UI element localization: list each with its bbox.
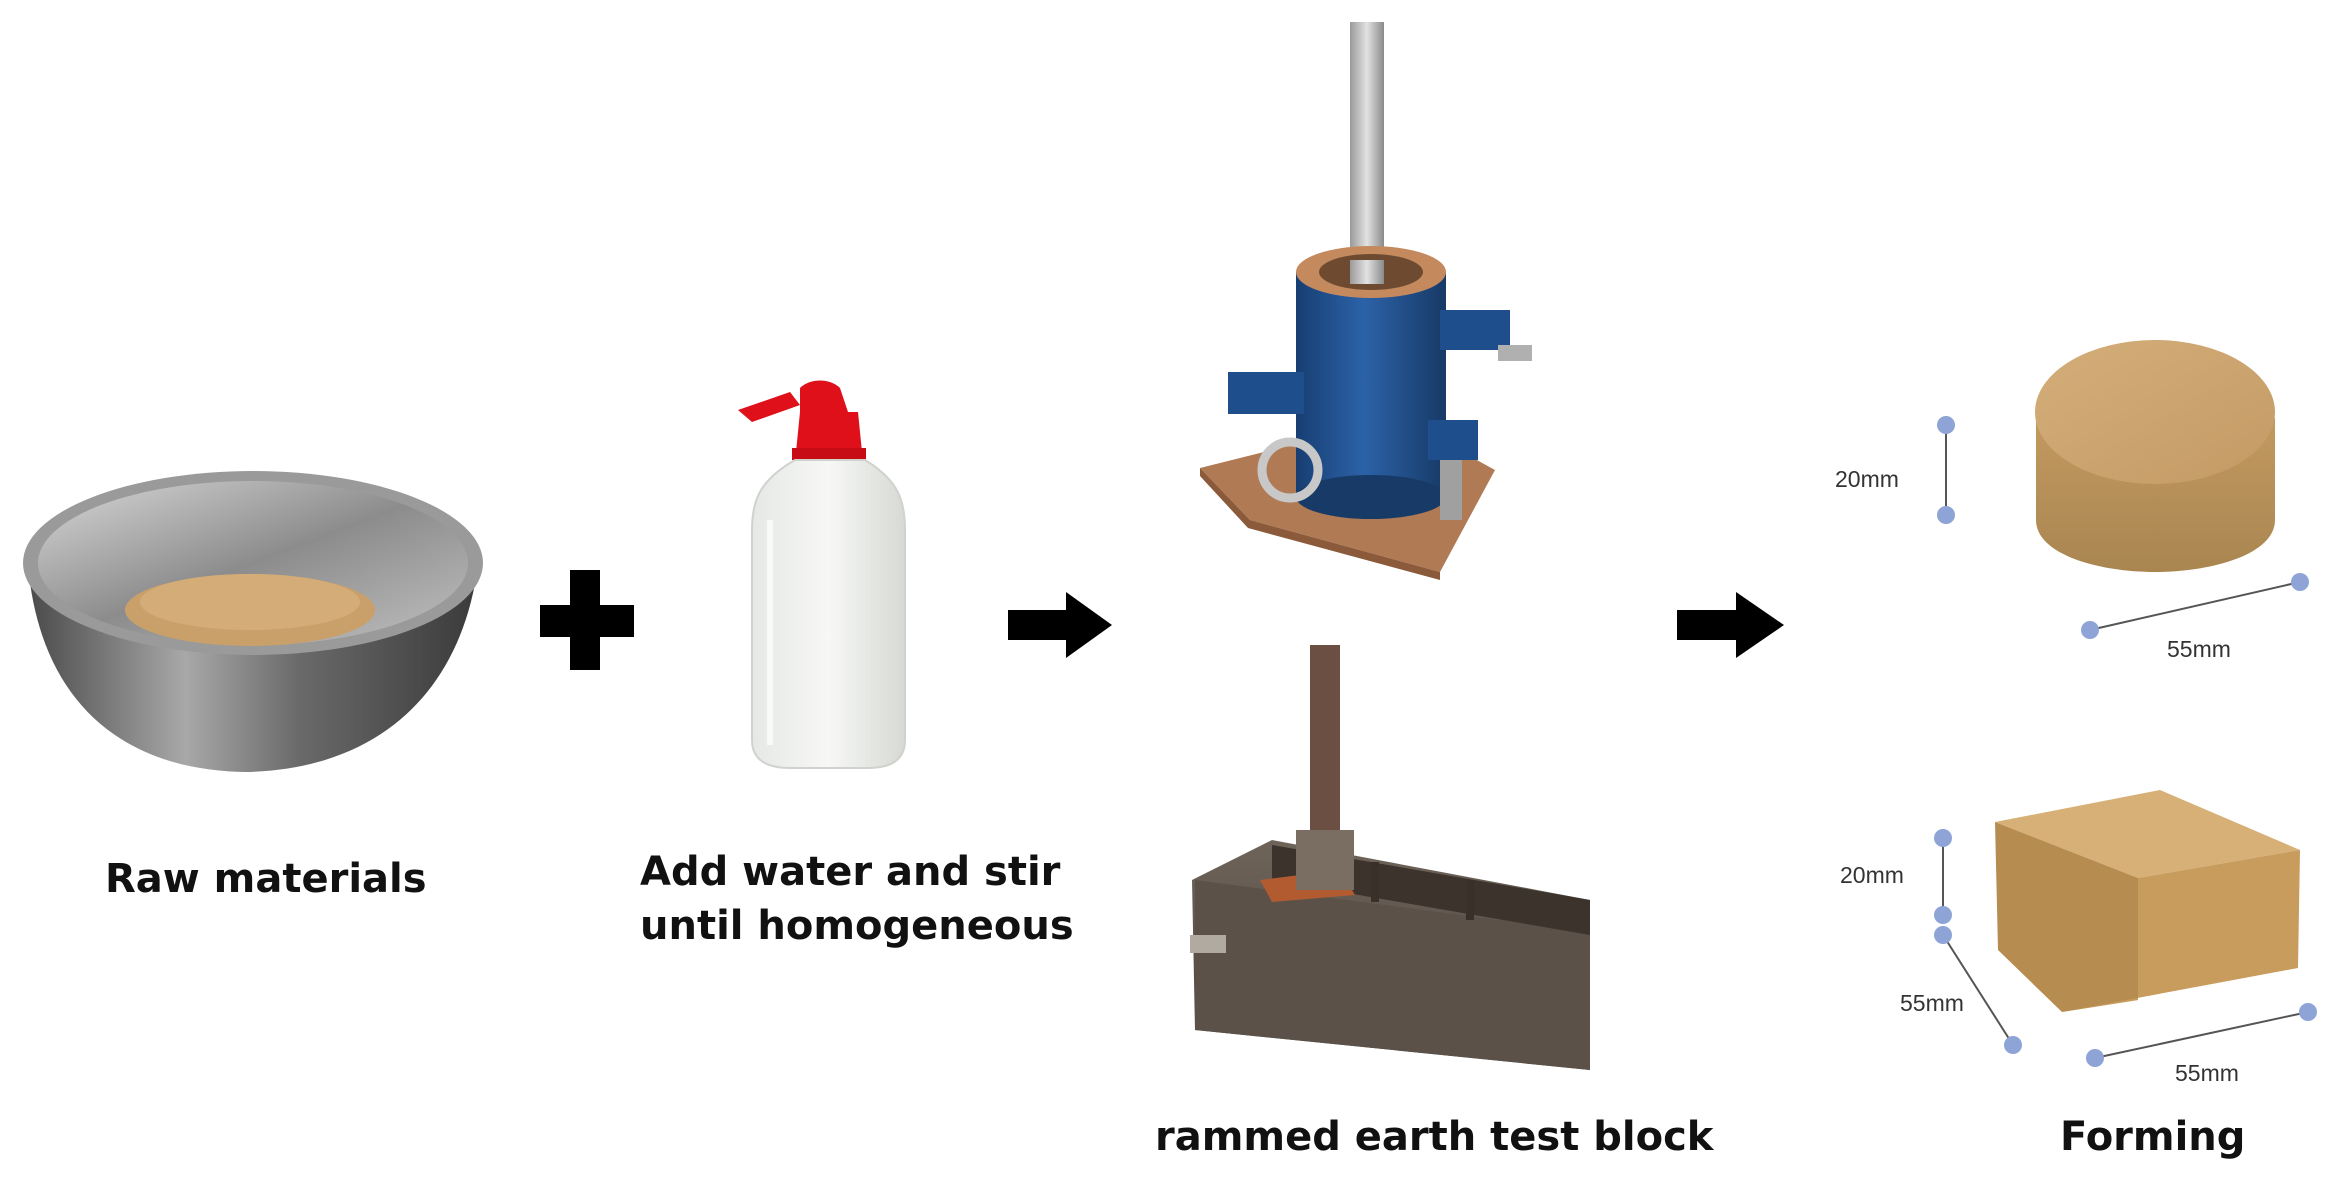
cube-specimen-photo <box>1995 790 2300 1012</box>
label-cylinder-diameter: 55mm <box>2167 636 2231 663</box>
plus-icon <box>540 570 634 670</box>
caption-add-water: Add water and stir until homogeneous <box>640 845 1060 953</box>
label-cube-depth: 55mm <box>1900 990 1964 1017</box>
cylinder-specimen-photo <box>2035 340 2275 572</box>
caption-rammed-earth: rammed earth test block <box>1155 1110 1713 1164</box>
label-cylinder-height: 20mm <box>1835 466 1899 493</box>
squeeze-bottle-photo <box>738 381 905 769</box>
cylinder-height-marker <box>1937 416 1955 524</box>
gang-mold-photo <box>1190 645 1590 1070</box>
cube-height-marker <box>1934 829 1952 924</box>
caption-raw-materials: Raw materials <box>105 852 427 906</box>
compaction-mold-photo <box>1200 22 1532 580</box>
cylinder-diameter-marker <box>2081 573 2309 639</box>
caption-forming: Forming <box>2060 1110 2245 1164</box>
arrow-right-icon <box>1677 592 1784 658</box>
cube-width-marker <box>2086 1003 2317 1067</box>
caption-add-water-line2: until homogeneous <box>640 899 1060 953</box>
label-cube-height: 20mm <box>1840 862 1904 889</box>
bowl-photo <box>23 471 483 772</box>
label-cube-width: 55mm <box>2175 1060 2239 1087</box>
caption-add-water-line1: Add water and stir <box>640 845 1060 899</box>
arrow-right-icon <box>1008 592 1112 658</box>
